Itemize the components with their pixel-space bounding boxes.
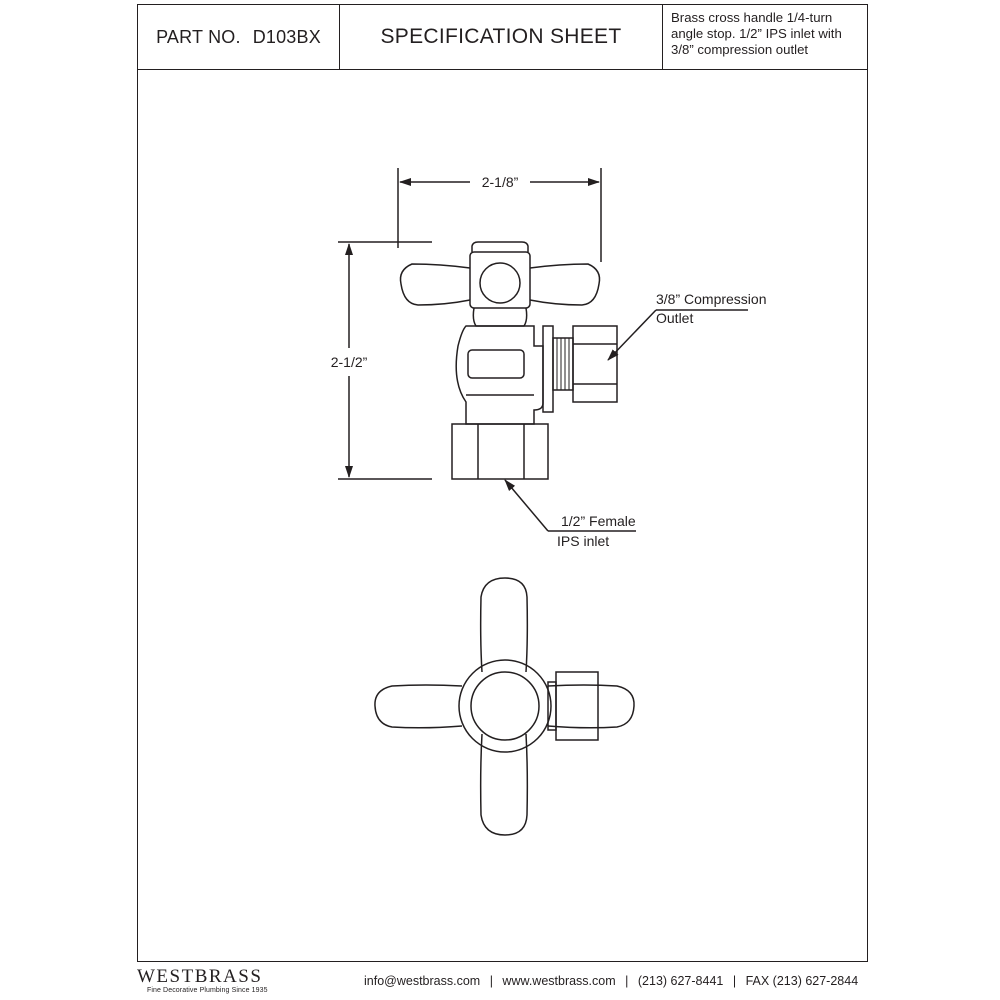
- product-description-cell: Brass cross handle 1/4-turn angle stop. …: [663, 5, 867, 69]
- separator: |: [489, 974, 493, 988]
- top-hub-inner: [470, 671, 540, 741]
- compression-nut: [572, 325, 618, 403]
- height-dimension: [338, 241, 432, 480]
- brand-wordmark: WESTBRASS: [137, 966, 263, 987]
- top-compression-nut: [555, 671, 599, 741]
- stem-cap: [471, 241, 529, 252]
- separator: |: [732, 974, 737, 988]
- part-number-label: PART NO.: [156, 26, 241, 47]
- spec-sheet-frame: PART NO. D103BX SPECIFICATION SHEET Bras…: [137, 4, 868, 962]
- width-dimension: [397, 168, 602, 262]
- contact-bar: info@westbrass.com | www.westbrass.com |…: [364, 974, 858, 988]
- valve-neck: [472, 307, 528, 327]
- description-line-3: 3/8” compression outlet: [671, 42, 809, 57]
- outlet-callout-line-2: Outlet: [656, 310, 693, 326]
- description-line-2: angle stop. 1/2” IPS inlet with: [671, 26, 842, 41]
- contact-email[interactable]: info@westbrass.com: [364, 974, 481, 988]
- sheet-title: SPECIFICATION SHEET: [380, 25, 622, 48]
- outlet-callout-leader: [607, 309, 657, 361]
- separator: |: [625, 974, 629, 988]
- outlet-thread: [552, 337, 574, 391]
- contact-fax: FAX (213) 627-2844: [745, 974, 859, 988]
- header-bar: PART NO. D103BX SPECIFICATION SHEET Bras…: [138, 5, 867, 70]
- inlet-callout-line-1: 1/2” Female: [561, 513, 636, 529]
- handle-hub: [469, 251, 531, 309]
- contact-phone: (213) 627-8441: [637, 974, 724, 988]
- top-arm-right: [547, 684, 635, 729]
- top-arm-up: [479, 577, 529, 673]
- part-number-value: D103BX: [252, 26, 321, 47]
- outlet-shoulder: [542, 325, 554, 413]
- top-arm-left: [374, 684, 463, 729]
- height-dimension-label: 2-1/2”: [331, 354, 368, 370]
- valve-side-view: [399, 241, 618, 480]
- valve-top-view: [374, 577, 635, 836]
- brand-tagline: Fine Decorative Plumbing Since 1935: [147, 987, 268, 994]
- top-hub-outer: [458, 659, 552, 753]
- body-collar: [467, 349, 525, 379]
- valve-body: [455, 325, 544, 425]
- inlet-callout: [504, 479, 636, 532]
- handle-arm-left: [399, 263, 471, 306]
- top-arm-down: [479, 733, 529, 836]
- part-number-cell: PART NO. D103BX: [138, 5, 340, 69]
- handle-arm-right: [529, 263, 601, 306]
- inlet-fitting: [451, 423, 549, 480]
- sheet-title-cell: SPECIFICATION SHEET: [340, 5, 663, 69]
- outlet-callout: [607, 309, 748, 361]
- outlet-callout-line-1: 3/8” Compression: [656, 291, 767, 307]
- westbrass-logo: WESTBRASS Fine Decorative Plumbing Since…: [137, 966, 268, 995]
- inlet-callout-leader: [504, 479, 549, 532]
- top-outlet-shoulder: [547, 681, 557, 731]
- description-line-1: Brass cross handle 1/4-turn: [671, 10, 833, 25]
- handle-center-disc: [479, 262, 521, 304]
- contact-website[interactable]: www.westbrass.com: [502, 974, 616, 988]
- thread-lines: [556, 338, 570, 390]
- inlet-callout-line-2: IPS inlet: [557, 533, 609, 549]
- width-dimension-label: 2-1/8”: [482, 174, 519, 190]
